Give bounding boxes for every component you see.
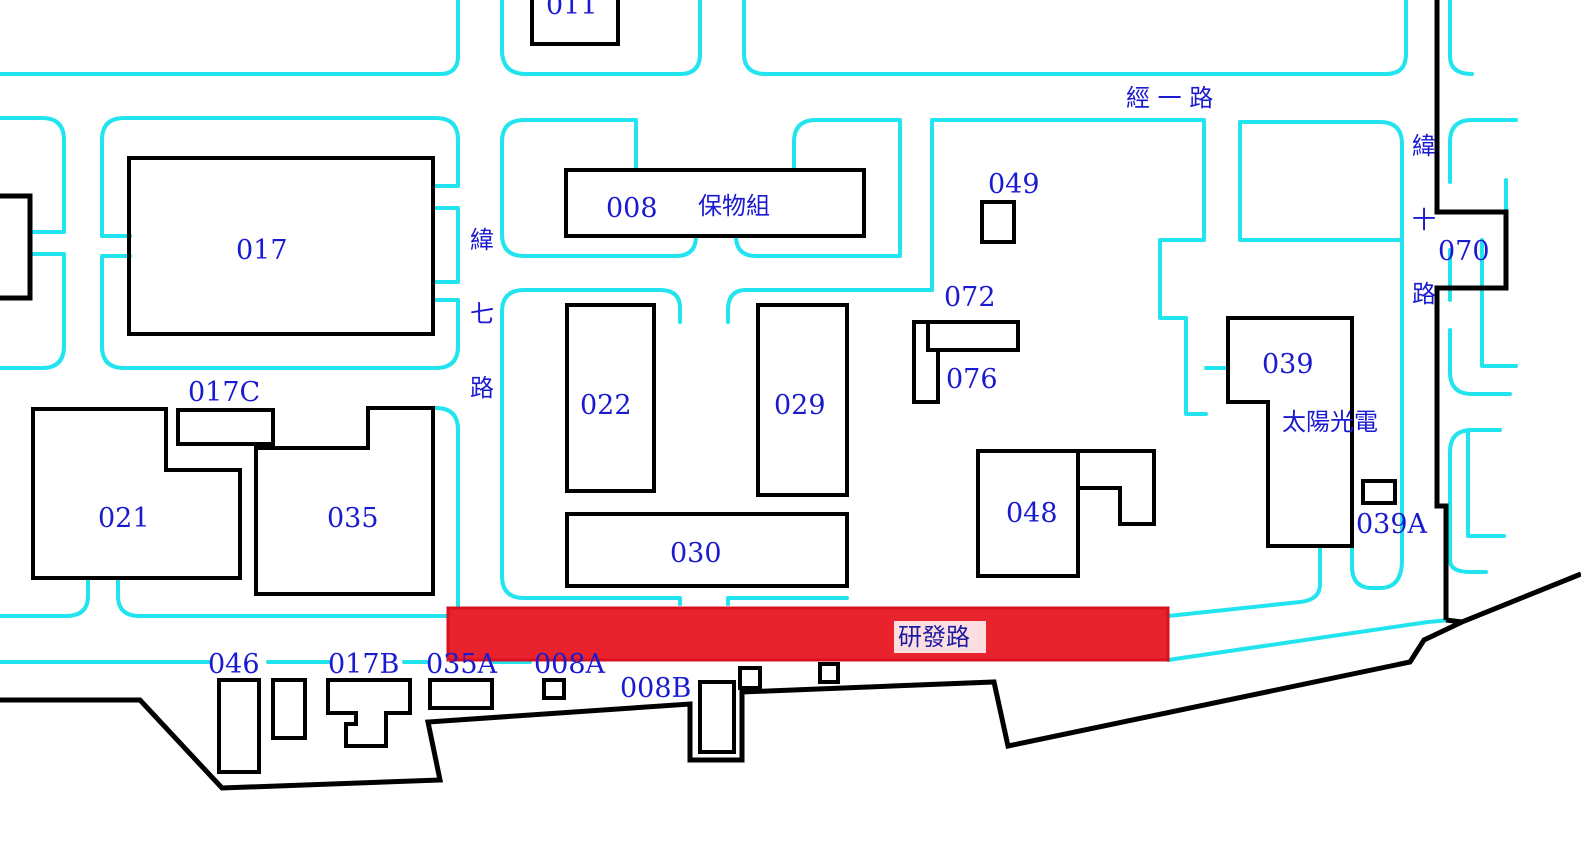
- label-046: 046: [208, 649, 260, 680]
- label-008-name: 保物組: [698, 192, 770, 220]
- label-022: 022: [580, 390, 632, 421]
- label-070: 070: [1438, 236, 1490, 267]
- road-label-yanfa: 研發路: [898, 623, 970, 651]
- label-017: 017: [236, 235, 288, 266]
- label-030: 030: [670, 538, 722, 569]
- label-049: 049: [988, 169, 1040, 200]
- road-outlines: [0, 0, 1518, 664]
- road-labels: 經 一 路 緯 七 路 緯 十 路: [470, 84, 1436, 402]
- label-076: 076: [946, 364, 998, 395]
- road-label-wei10-2: 十: [1412, 206, 1436, 234]
- label-072: 072: [944, 282, 996, 313]
- road-label-wei7-3: 路: [470, 374, 494, 402]
- label-035: 035: [327, 503, 379, 534]
- label-029: 029: [774, 390, 826, 421]
- road-label-wei7-1: 緯: [470, 226, 494, 254]
- label-017B: 017B: [328, 649, 399, 680]
- label-035A: 035A: [426, 649, 498, 680]
- highlighted-road-yanfa[interactable]: 研發路: [446, 606, 1170, 662]
- buildings: [31, 0, 1397, 774]
- label-048: 048: [1006, 498, 1058, 529]
- building-labels: 011 017 008 保物組 049 070 072 076 022 029 …: [98, 0, 1490, 704]
- label-008A: 008A: [534, 649, 606, 680]
- road-highlight[interactable]: [446, 606, 1170, 662]
- label-008B: 008B: [620, 673, 691, 704]
- label-039A: 039A: [1356, 509, 1428, 540]
- site-boundary: [0, 0, 1581, 791]
- road-label-bg: [894, 621, 986, 653]
- label-021: 021: [98, 503, 150, 534]
- road-label-wei7-2: 七: [470, 300, 494, 328]
- road-label-jing1: 經 一 路: [1126, 84, 1213, 112]
- label-039-name: 太陽光電: [1282, 408, 1378, 436]
- label-011: 011: [546, 0, 598, 21]
- road-label-wei10-3: 路: [1412, 280, 1436, 308]
- road-label-wei10-1: 緯: [1412, 132, 1436, 160]
- label-039: 039: [1262, 349, 1314, 380]
- label-017C: 017C: [188, 377, 260, 408]
- label-008: 008: [606, 193, 658, 224]
